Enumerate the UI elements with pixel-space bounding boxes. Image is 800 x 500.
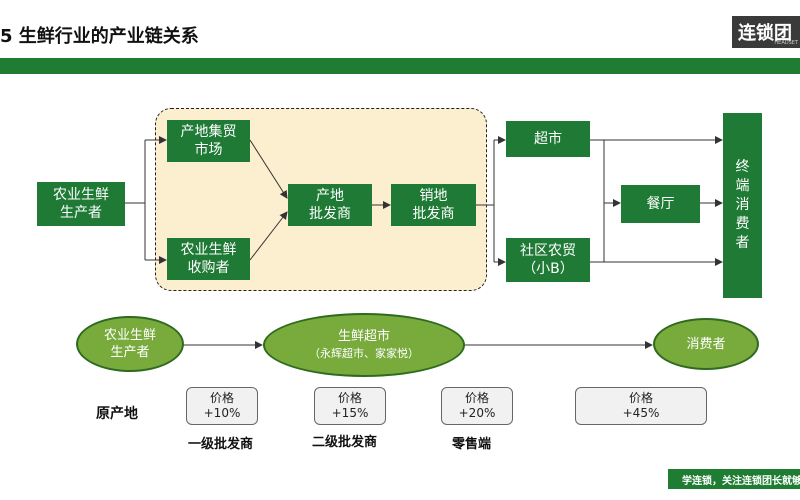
brand-logo: 连锁团 HEADSET: [732, 16, 800, 48]
price-value: +15%: [331, 406, 369, 420]
price-box-4: 价格 +45%: [575, 387, 707, 425]
origin-label: 原产地: [96, 406, 138, 422]
node-restaurant: 餐厅: [621, 185, 700, 223]
price-value: +10%: [203, 406, 241, 420]
footer-text: 学连锁，关注连锁团长就够了: [682, 475, 800, 487]
ellipse-consumer: 消费者: [653, 318, 759, 370]
page-title: 5 生鲜行业的产业链关系: [0, 26, 199, 47]
node-sales-wholesaler: 销地 批发商: [391, 184, 476, 226]
node-producer: 农业生鲜 生产者: [37, 182, 125, 226]
price-value: +45%: [622, 406, 660, 420]
node-origin-market: 产地集贸 市场: [167, 120, 250, 162]
ellipse-consumer-label: 消费者: [686, 336, 726, 352]
node-buyer: 农业生鲜 收购者: [167, 238, 250, 280]
caption-primary-wholesaler: 一级批发商: [188, 437, 254, 452]
node-end-consumer: 终 端 消 费 者: [723, 113, 762, 298]
price-label: 价格: [464, 391, 489, 405]
logo-subtext: HEADSET: [774, 40, 798, 46]
price-label: 价格: [628, 391, 653, 405]
ellipse-supermarket-title: 生鲜超市: [337, 329, 390, 344]
ellipse-producer-label: 农业生鲜 生产者: [103, 328, 156, 360]
price-label: 价格: [209, 391, 234, 405]
caption-retail: 零售端: [452, 437, 492, 452]
ellipse-producer: 农业生鲜 生产者: [76, 316, 184, 372]
footer-banner: 学连锁，关注连锁团长就够了: [668, 469, 800, 489]
node-community-store: 社区农贸 （小B）: [506, 238, 590, 282]
header-divider-bar: [0, 58, 800, 74]
node-supermarket: 超市: [506, 121, 590, 157]
price-box-1: 价格 +10%: [186, 387, 258, 425]
ellipse-supermarket-sub: （永辉超市、家家悦）: [309, 347, 419, 360]
price-value: +20%: [458, 406, 496, 420]
ellipse-fresh-supermarket: 生鲜超市 （永辉超市、家家悦）: [263, 313, 465, 377]
price-label: 价格: [337, 391, 362, 405]
price-box-2: 价格 +15%: [314, 387, 386, 425]
node-origin-wholesaler: 产地 批发商: [288, 184, 372, 226]
logo-text: 连锁团: [738, 23, 792, 44]
caption-secondary-wholesaler: 二级批发商: [312, 435, 378, 450]
price-box-3: 价格 +20%: [441, 387, 513, 425]
